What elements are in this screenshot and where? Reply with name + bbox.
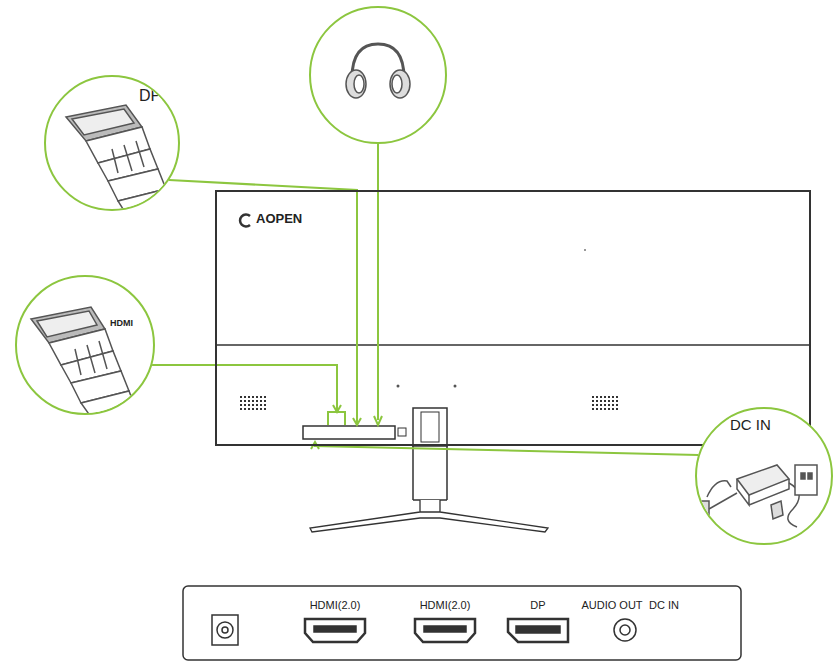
port-label: AUDIO OUT <box>581 599 642 611</box>
audio-port <box>614 619 636 641</box>
speaker-vent <box>592 396 618 412</box>
port-label: DC IN <box>649 599 679 611</box>
node-text: AOPEN <box>255 212 303 226</box>
dc-jack <box>212 615 238 645</box>
cable-line <box>169 180 357 425</box>
hdmi-bracket <box>328 412 345 425</box>
audio-wire <box>377 143 379 420</box>
speaker-vent <box>240 396 266 412</box>
node-text: HDMI <box>109 319 134 329</box>
stand-neck <box>413 408 447 446</box>
stand-base <box>310 500 548 532</box>
hdmi-port <box>305 619 365 642</box>
dc-in-callout: DC IN <box>695 407 833 545</box>
monitor-back: AOPEN <box>215 190 811 446</box>
port-label: HDMI(2.0) <box>310 599 361 611</box>
cable-line <box>152 365 337 412</box>
port-strip <box>303 426 395 439</box>
bezel-line <box>215 344 810 346</box>
hdmi-callout: HDMI <box>15 275 155 415</box>
plug-drawing <box>17 277 155 415</box>
plug-drawing <box>217 192 813 448</box>
node-text: DC IN <box>729 417 772 434</box>
stand-column <box>413 446 447 500</box>
dp-callout: DP <box>44 75 180 211</box>
hdmi-port <box>415 619 475 642</box>
port-label: DP <box>530 599 545 611</box>
port-panel <box>183 586 741 660</box>
headphones-icon <box>346 44 410 98</box>
node-text: DP <box>138 87 162 105</box>
cable-line <box>315 442 698 455</box>
port-label: HDMI(2.0) <box>420 599 471 611</box>
dp-port <box>508 619 568 642</box>
headphones-callout <box>310 7 446 143</box>
